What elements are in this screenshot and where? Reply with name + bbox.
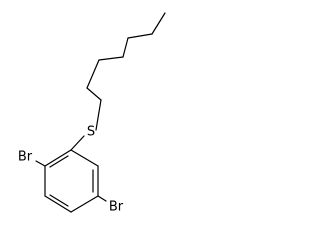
ring-double-bond-3 xyxy=(49,155,69,168)
ring-bond-3 xyxy=(70,195,99,213)
chain-bond-2 xyxy=(86,87,102,101)
chain-bond-3 xyxy=(86,59,100,89)
chain-bond-5 xyxy=(122,37,129,58)
bromine-1-label: Br xyxy=(18,150,33,165)
octyl-chain xyxy=(86,12,166,131)
ring-bond-4 xyxy=(44,195,72,213)
chemical-structure: S Br Br xyxy=(18,12,166,215)
ring-bond-1 xyxy=(70,149,99,167)
bromine-2-bond xyxy=(97,195,107,202)
sulfur-label: S xyxy=(87,125,95,140)
chain-bond-6 xyxy=(127,33,153,39)
ring-double-bond-2 xyxy=(49,194,69,207)
ring-bond-6 xyxy=(44,149,72,167)
chain-bond-1 xyxy=(95,99,102,131)
bromine-1-bond xyxy=(35,160,46,167)
benzene-ring xyxy=(44,149,99,213)
sulfur-ring-bond xyxy=(70,135,85,151)
chain-bond-4 xyxy=(98,56,124,61)
bromine-2-label: Br xyxy=(109,200,124,215)
chain-bond-7 xyxy=(151,12,166,35)
